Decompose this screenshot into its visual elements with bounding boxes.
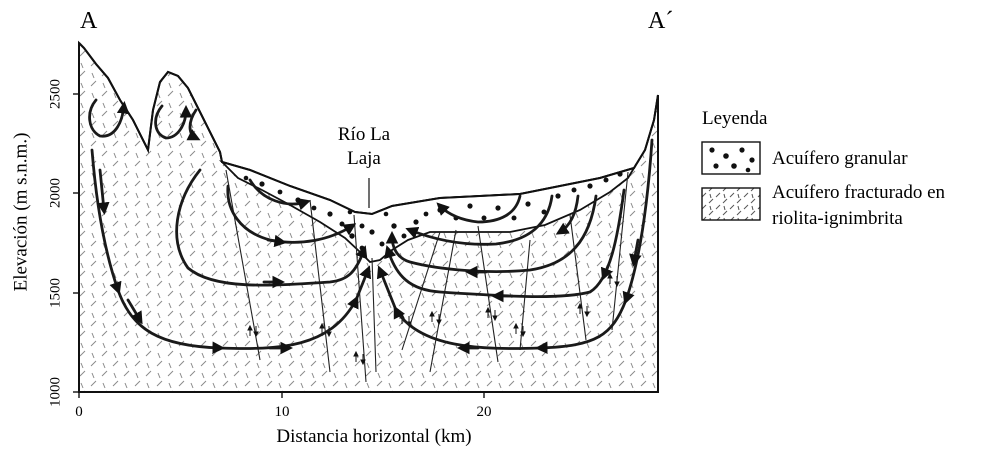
river-label-line1: Río La <box>338 124 391 145</box>
y-axis: 2500 2000 1500 1000 Elevación (m s.n.m.) <box>10 43 80 407</box>
river-label-line2: Laja <box>347 148 381 169</box>
flow-lines <box>88 98 654 355</box>
section-label-a: A <box>80 8 98 34</box>
legend-swatch-granular <box>701 141 761 175</box>
legend: Leyenda Acuífero granular Acuífero fract… <box>701 108 946 229</box>
legend-label-fractured-line2: riolita-ignimbrita <box>772 208 903 229</box>
x-tick-0: 0 <box>75 404 83 420</box>
legend-label-granular: Acuífero granular <box>772 148 908 169</box>
section-label-a-prime: A´ <box>648 8 673 34</box>
x-tick-10: 10 <box>275 404 290 420</box>
ground-surface <box>78 42 659 216</box>
y-tick-1500: 1500 <box>47 278 63 308</box>
x-axis: 0 10 20 Distancia horizontal (km) <box>75 391 658 447</box>
legend-swatch-fractured <box>701 187 761 221</box>
x-axis-title: Distancia horizontal (km) <box>276 426 471 447</box>
legend-label-fractured-line1: Acuífero fracturado en <box>772 182 946 203</box>
x-tick-20: 20 <box>477 404 492 420</box>
legend-swatch-granular-dots <box>709 147 755 173</box>
y-tick-2500: 2500 <box>47 79 63 109</box>
y-axis-title: Elevación (m s.n.m.) <box>10 133 31 292</box>
y-tick-1000: 1000 <box>47 377 63 407</box>
legend-title: Leyenda <box>702 108 768 129</box>
y-tick-2000: 2000 <box>47 178 63 208</box>
granular-dots <box>243 171 623 251</box>
